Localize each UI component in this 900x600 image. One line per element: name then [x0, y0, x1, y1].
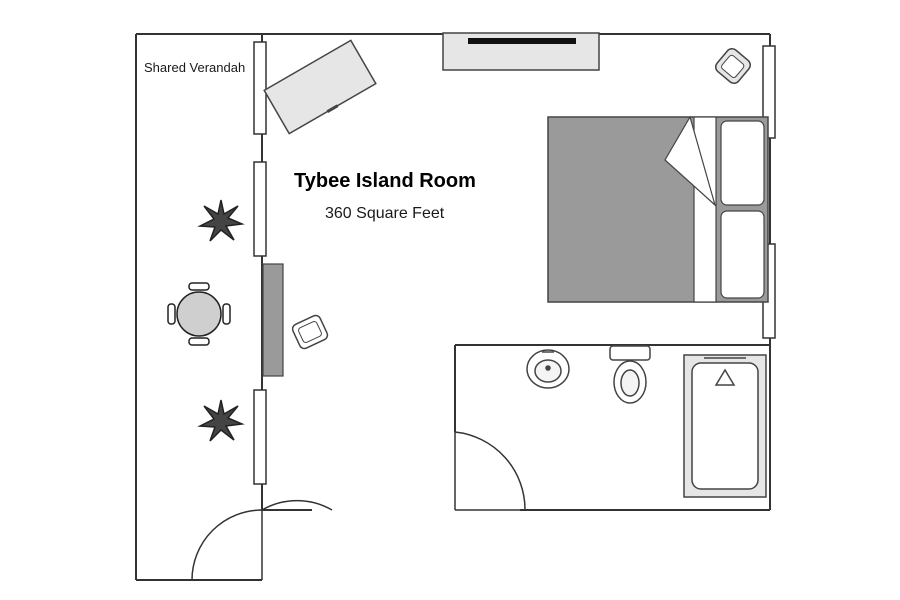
room-area-label: 360 Square Feet	[325, 205, 445, 222]
tv	[468, 38, 576, 44]
bathroom-door	[454, 431, 526, 511]
verandah-door	[191, 509, 263, 581]
window-left-3	[253, 389, 267, 485]
bed-sheet-fold	[664, 115, 717, 207]
plant-bottom	[197, 399, 245, 442]
window-left-2	[253, 161, 267, 257]
plant-top	[197, 199, 245, 242]
room-title: Tybee Island Room	[294, 170, 476, 192]
pillow-top	[720, 120, 765, 206]
armchair-top-right	[714, 47, 752, 85]
verandah-table-set	[167, 282, 231, 346]
room-entry-door	[261, 499, 333, 511]
pillow-bottom	[720, 210, 765, 299]
verandah-label: Shared Verandah	[144, 60, 246, 75]
desk	[263, 39, 377, 135]
armchair-left	[291, 314, 329, 350]
bathtub	[683, 354, 767, 498]
sideboard	[262, 263, 284, 377]
bathroom-toilet	[609, 345, 651, 404]
window-left-1	[253, 41, 267, 135]
window-right-1	[762, 45, 776, 139]
bathroom-sink	[526, 349, 570, 389]
